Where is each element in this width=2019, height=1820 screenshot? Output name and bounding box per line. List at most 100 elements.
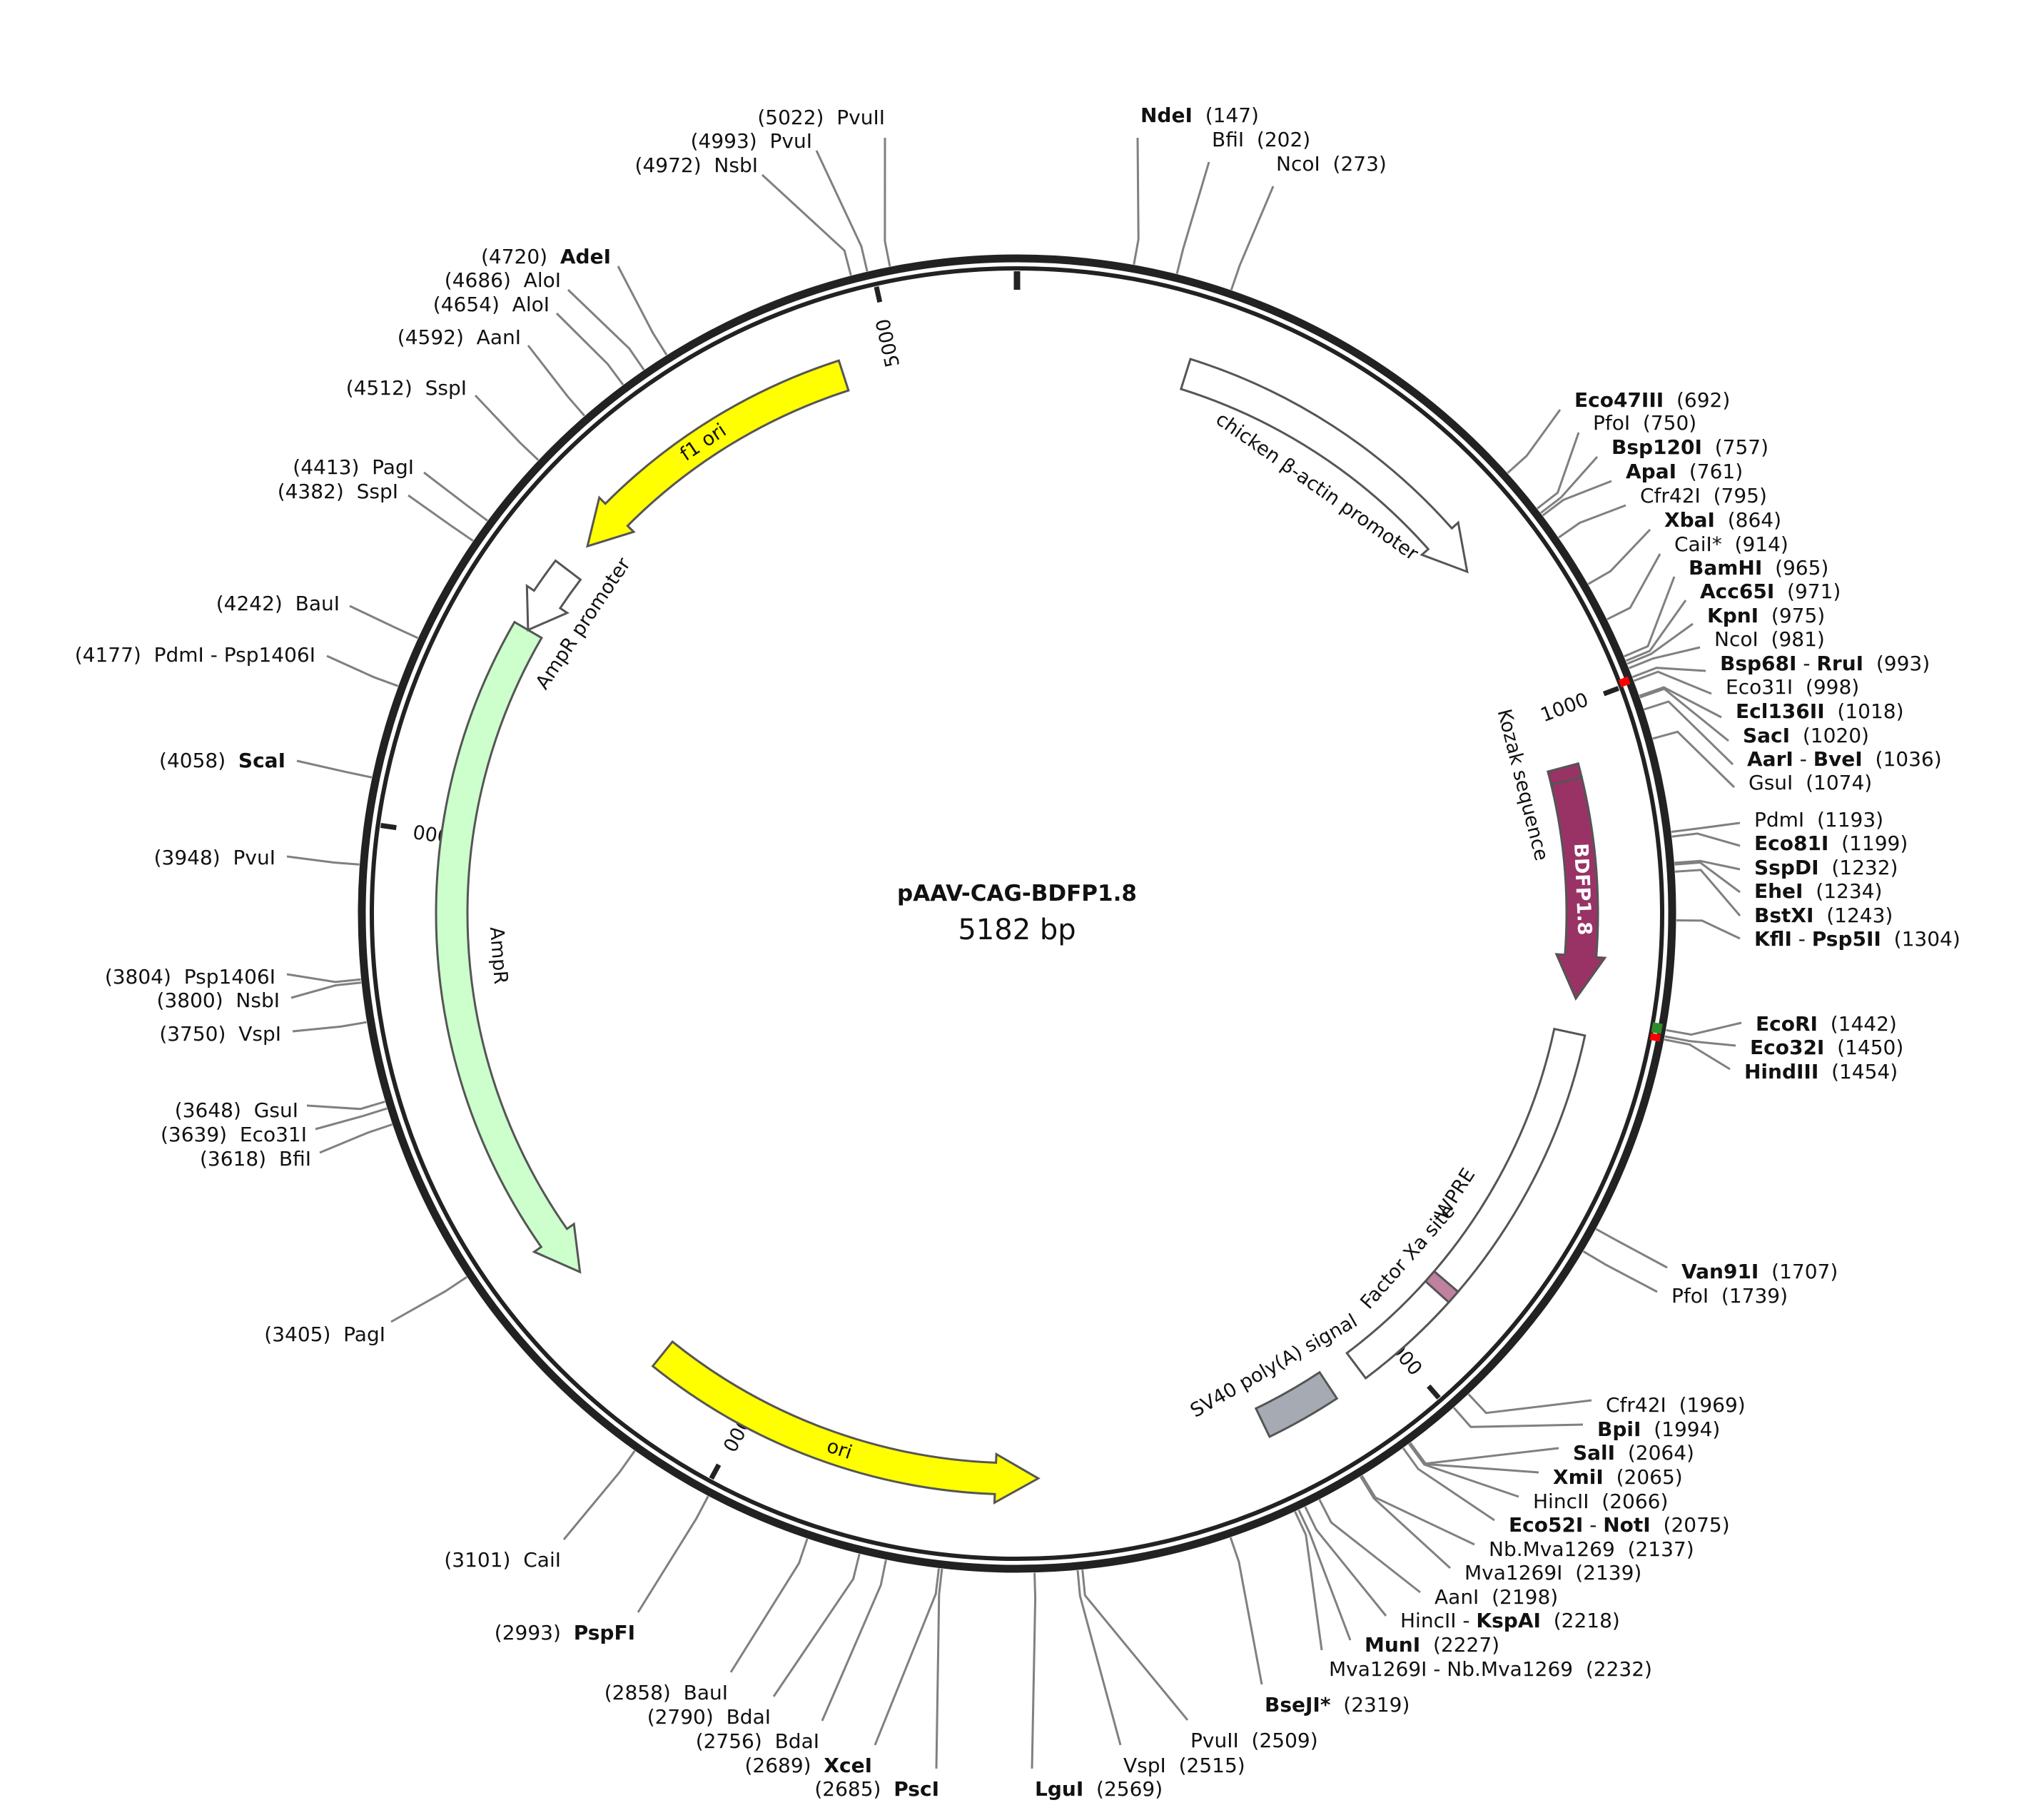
site-label-cfr42i-1969[interactable]: Cfr42I (1969) bbox=[1606, 1393, 1746, 1417]
site-label-ecori-1442[interactable]: EcoRI (1442) bbox=[1756, 1012, 1897, 1036]
site-label-xmii-2065[interactable]: XmiI (2065) bbox=[1553, 1465, 1683, 1489]
center-label: pAAV-CAG-BDFP1.8 5182 bp bbox=[897, 881, 1137, 946]
site-label-4382-sspi[interactable]: (4382) SspI bbox=[278, 480, 398, 503]
site-label-4972-nsbi[interactable]: (4972) NsbI bbox=[635, 153, 758, 177]
site-label-3804-psp1406i[interactable]: (3804) Psp1406I bbox=[105, 965, 275, 989]
site-label-bfii-202[interactable]: BfiI (202) bbox=[1212, 128, 1310, 151]
feature-xa[interactable] bbox=[1424, 1270, 1460, 1304]
site-label-sali-2064[interactable]: SalI (2064) bbox=[1573, 1441, 1694, 1465]
site-label-bpii-1994[interactable]: BpiI (1994) bbox=[1597, 1417, 1720, 1441]
site-label-part: (2075) bbox=[1651, 1513, 1730, 1537]
site-label-hincii-kspai-2218[interactable]: HincII - KspAI (2218) bbox=[1400, 1609, 1620, 1632]
site-label-nb-mva1269-2137[interactable]: Nb.Mva1269 (2137) bbox=[1489, 1537, 1694, 1561]
site-label-4413-pagi[interactable]: (4413) PagI bbox=[293, 455, 414, 479]
feature-ampr[interactable] bbox=[435, 620, 582, 1274]
site-label-eco52i-noti-2075[interactable]: Eco52I - NotI (2075) bbox=[1509, 1513, 1730, 1537]
site-label-part: BveI bbox=[1813, 747, 1863, 771]
site-label-part: (1442) bbox=[1818, 1012, 1897, 1036]
site-label-part: (993) bbox=[1863, 652, 1930, 675]
site-label-4654-aloi[interactable]: (4654) AloI bbox=[433, 293, 550, 316]
site-label-kpni-975[interactable]: KpnI (975) bbox=[1707, 604, 1825, 627]
site-label-4242-baui[interactable]: (4242) BauI bbox=[216, 592, 340, 615]
site-label-van91i-1707[interactable]: Van91I (1707) bbox=[1681, 1260, 1838, 1283]
site-label-ecl136ii-1018[interactable]: Ecl136II (1018) bbox=[1736, 699, 1904, 723]
site-leader-pfoi-1739 bbox=[1582, 1250, 1658, 1293]
site-label-mva1269i-nb-mva1269-2232[interactable]: Mva1269I - Nb.Mva1269 (2232) bbox=[1329, 1657, 1652, 1681]
site-label-4512-sspi[interactable]: (4512) SspI bbox=[346, 376, 467, 400]
site-label-gsui-1074[interactable]: GsuI (1074) bbox=[1749, 771, 1872, 794]
site-label-4592-aani[interactable]: (4592) AanI bbox=[398, 325, 521, 349]
site-label-bseji-2319[interactable]: BseJI* (2319) bbox=[1265, 1693, 1410, 1717]
site-label-4720-adei[interactable]: (4720) AdeI bbox=[481, 245, 611, 268]
feature-amprp[interactable] bbox=[525, 559, 582, 632]
feature-cba[interactable] bbox=[1179, 358, 1469, 574]
site-label-acc65i-971[interactable]: Acc65I (971) bbox=[1700, 580, 1841, 603]
site-label-cfr42i-795[interactable]: Cfr42I (795) bbox=[1640, 484, 1767, 507]
site-label-5022-pvuii[interactable]: (5022) PvuII bbox=[757, 106, 885, 129]
site-label-eco31i-998[interactable]: Eco31I (998) bbox=[1726, 675, 1859, 699]
site-leader-2756-bdai bbox=[821, 1559, 887, 1722]
site-label-apai-761[interactable]: ApaI (761) bbox=[1626, 460, 1743, 483]
site-label-bamhi-965[interactable]: BamHI (965) bbox=[1689, 556, 1828, 580]
site-label-part: Mva1269I (2139) bbox=[1464, 1561, 1641, 1584]
site-label-ndei-147[interactable]: NdeI (147) bbox=[1140, 103, 1259, 127]
site-label-3648-gsui[interactable]: (3648) GsuI bbox=[175, 1098, 298, 1122]
site-label-pdmi-1193[interactable]: PdmI (1193) bbox=[1754, 808, 1883, 831]
site-label-3101-caii[interactable]: (3101) CaiI bbox=[444, 1548, 561, 1572]
site-label-2993-pspfi[interactable]: (2993) PspFI bbox=[495, 1621, 635, 1644]
feature-f1[interactable] bbox=[586, 359, 850, 548]
site-label-eco81i-1199[interactable]: Eco81I (1199) bbox=[1754, 831, 1908, 855]
site-label-eco32i-1450[interactable]: Eco32I (1450) bbox=[1750, 1036, 1903, 1059]
site-label-part: (2689) bbox=[745, 1754, 824, 1777]
feature-ori[interactable] bbox=[651, 1340, 1041, 1505]
site-label-eco47iii-692[interactable]: Eco47III (692) bbox=[1574, 388, 1730, 412]
site-label-mva1269i-2139[interactable]: Mva1269I (2139) bbox=[1464, 1561, 1641, 1584]
site-label-part: (5022) PvuII bbox=[757, 106, 885, 129]
site-label-ehei-1234[interactable]: EheI (1234) bbox=[1754, 879, 1882, 903]
site-label-ncoi-981[interactable]: NcoI (981) bbox=[1714, 627, 1825, 651]
site-label-3750-vspi[interactable]: (3750) VspI bbox=[159, 1022, 281, 1046]
site-label-hincii-2066[interactable]: HincII (2066) bbox=[1533, 1490, 1668, 1513]
site-label-part: EheI bbox=[1754, 879, 1803, 903]
site-label-3948-pvui[interactable]: (3948) PvuI bbox=[154, 846, 275, 869]
site-label-sspdi-1232[interactable]: SspDI (1232) bbox=[1754, 856, 1898, 879]
site-label-bstxi-1243[interactable]: BstXI (1243) bbox=[1754, 904, 1893, 927]
site-label-xbai-864[interactable]: XbaI (864) bbox=[1664, 508, 1781, 532]
site-label-pfoi-1739[interactable]: PfoI (1739) bbox=[1671, 1284, 1788, 1308]
site-label-4993-pvui[interactable]: (4993) PvuI bbox=[691, 129, 812, 153]
site-label-saci-1020[interactable]: SacI (1020) bbox=[1743, 724, 1869, 747]
site-label-2790-bdai[interactable]: (2790) BdaI bbox=[647, 1705, 771, 1729]
site-label-2689-xcei[interactable]: (2689) XceI bbox=[745, 1754, 873, 1777]
site-label-muni-2227[interactable]: MunI (2227) bbox=[1365, 1633, 1499, 1657]
site-label-part: - bbox=[1583, 1513, 1603, 1537]
site-label-kfli-psp5ii-1304[interactable]: KflI - Psp5II (1304) bbox=[1754, 927, 1960, 951]
site-label-4177-pdmi-psp1406i[interactable]: (4177) PdmI - Psp1406I bbox=[75, 643, 315, 667]
site-label-3639-eco31i[interactable]: (3639) Eco31I bbox=[161, 1123, 307, 1146]
site-label-part: NcoI (981) bbox=[1714, 627, 1825, 651]
site-label-part: (3750) VspI bbox=[159, 1022, 281, 1046]
site-label-lgui-2569[interactable]: LguI (2569) bbox=[1035, 1777, 1163, 1801]
site-label-4686-aloi[interactable]: (4686) AloI bbox=[445, 268, 561, 292]
feature-bdfp[interactable] bbox=[1549, 775, 1607, 1001]
site-label-2756-bdai[interactable]: (2756) BdaI bbox=[696, 1729, 819, 1753]
site-label-pvuii-2509[interactable]: PvuII (2509) bbox=[1190, 1729, 1318, 1752]
feature-sv40[interactable] bbox=[1254, 1370, 1339, 1439]
site-label-ncoi-273[interactable]: NcoI (273) bbox=[1276, 152, 1387, 176]
site-label-caii-914[interactable]: CaiI* (914) bbox=[1674, 532, 1788, 556]
site-label-bsp68i-rrui-993[interactable]: Bsp68I - RruI (993) bbox=[1720, 652, 1930, 675]
site-label-bsp120i-757[interactable]: Bsp120I (757) bbox=[1611, 435, 1768, 459]
site-label-3800-nsbi[interactable]: (3800) NsbI bbox=[157, 989, 280, 1012]
site-label-2685-psci[interactable]: (2685) PscI bbox=[814, 1777, 939, 1801]
site-label-2858-baui[interactable]: (2858) BauI bbox=[604, 1681, 728, 1704]
feature-wpre[interactable] bbox=[1345, 1027, 1587, 1380]
site-label-4058-scai[interactable]: (4058) ScaI bbox=[159, 749, 285, 772]
feature-label-bdfp: BDFP1.8 bbox=[1569, 843, 1596, 936]
site-label-3405-pagi[interactable]: (3405) PagI bbox=[264, 1323, 385, 1346]
site-label-aari-bvei-1036[interactable]: AarI - BveI (1036) bbox=[1747, 747, 1942, 771]
site-label-vspi-2515[interactable]: VspI (2515) bbox=[1123, 1754, 1245, 1777]
site-label-pfoi-750[interactable]: PfoI (750) bbox=[1593, 411, 1696, 435]
site-label-hindiii-1454[interactable]: HindIII (1454) bbox=[1744, 1060, 1898, 1083]
site-label-3618-bfii[interactable]: (3618) BfiI bbox=[200, 1147, 311, 1171]
site-label-aani-2198[interactable]: AanI (2198) bbox=[1434, 1585, 1558, 1609]
